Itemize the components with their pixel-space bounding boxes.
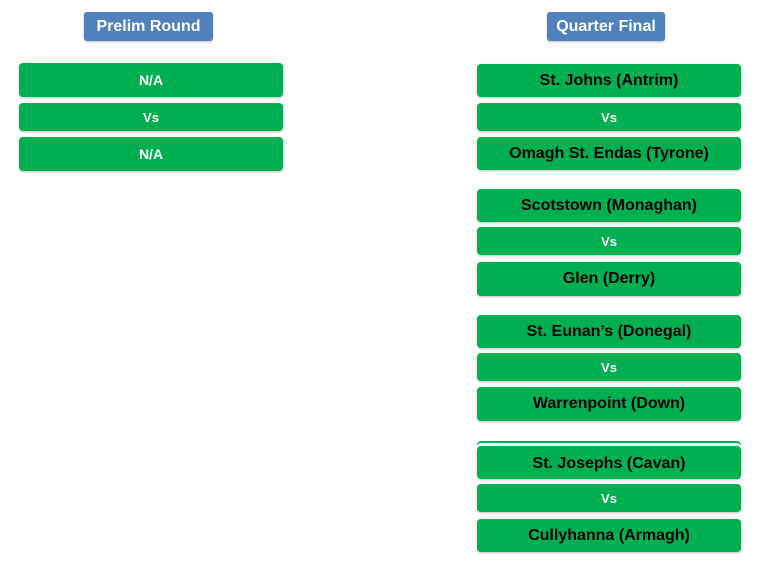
qf-match-4-team-1: St. Josephs (Cavan) [532,454,686,472]
qf-match-1-team-2: Omagh St. Endas (Tyrone) [509,144,709,162]
qf-match-2-team-2: Glen (Derry) [562,270,656,287]
qf-match-3-team-1: St. Eunan’s (Donegal) [526,322,692,340]
qf-match-3-team-2-box: Warrenpoint (Down) [477,387,741,421]
qf-match-1-vs-box: Vs [477,103,741,131]
qf-match-4-vs: Vs [601,490,617,506]
qf-match-1-team-1: St. Johns (Antrim) [539,71,679,89]
prelim-vs: Vs [143,109,159,125]
prelim-round-title: Prelim Round [96,17,201,35]
qf-match-1-vs: Vs [601,109,617,125]
qf-match-2-vs: Vs [601,233,617,249]
prelim-team-2: N/A [138,146,164,162]
quarter-final-header: Quarter Final [547,12,665,41]
prelim-team-1-box: N/A [19,63,283,97]
prelim-round-header: Prelim Round [84,12,213,41]
qf-match-4-team-2-box: Cullyhanna (Armagh) [477,519,741,552]
qf-match-4-team-1-box: St. Josephs (Cavan) [477,446,741,479]
qf-match-3-team-2: Warrenpoint (Down) [532,395,686,412]
prelim-team-1: N/A [138,72,164,88]
qf-match-1-team-2-box: Omagh St. Endas (Tyrone) [477,137,741,170]
quarter-final-title: Quarter Final [556,17,656,35]
qf-match-3-team-1-box: St. Eunan’s (Donegal) [477,315,741,348]
qf-match-2-team-2-box: Glen (Derry) [477,262,741,296]
qf-match-1-team-1-box: St. Johns (Antrim) [477,64,741,97]
qf-match-3-vs: Vs [601,359,617,375]
qf-match-4-team-2: Cullyhanna (Armagh) [528,526,690,544]
qf-match-2-team-1: Scotstown (Monaghan) [521,196,697,214]
qf-match-3-vs-box: Vs [477,353,741,381]
prelim-vs-box: Vs [19,103,283,131]
prelim-team-2-box: N/A [19,137,283,171]
qf-match-2-team-1-box: Scotstown (Monaghan) [477,189,741,222]
qf-match-2-vs-box: Vs [477,227,741,255]
qf-match-4-vs-box: Vs [477,484,741,512]
